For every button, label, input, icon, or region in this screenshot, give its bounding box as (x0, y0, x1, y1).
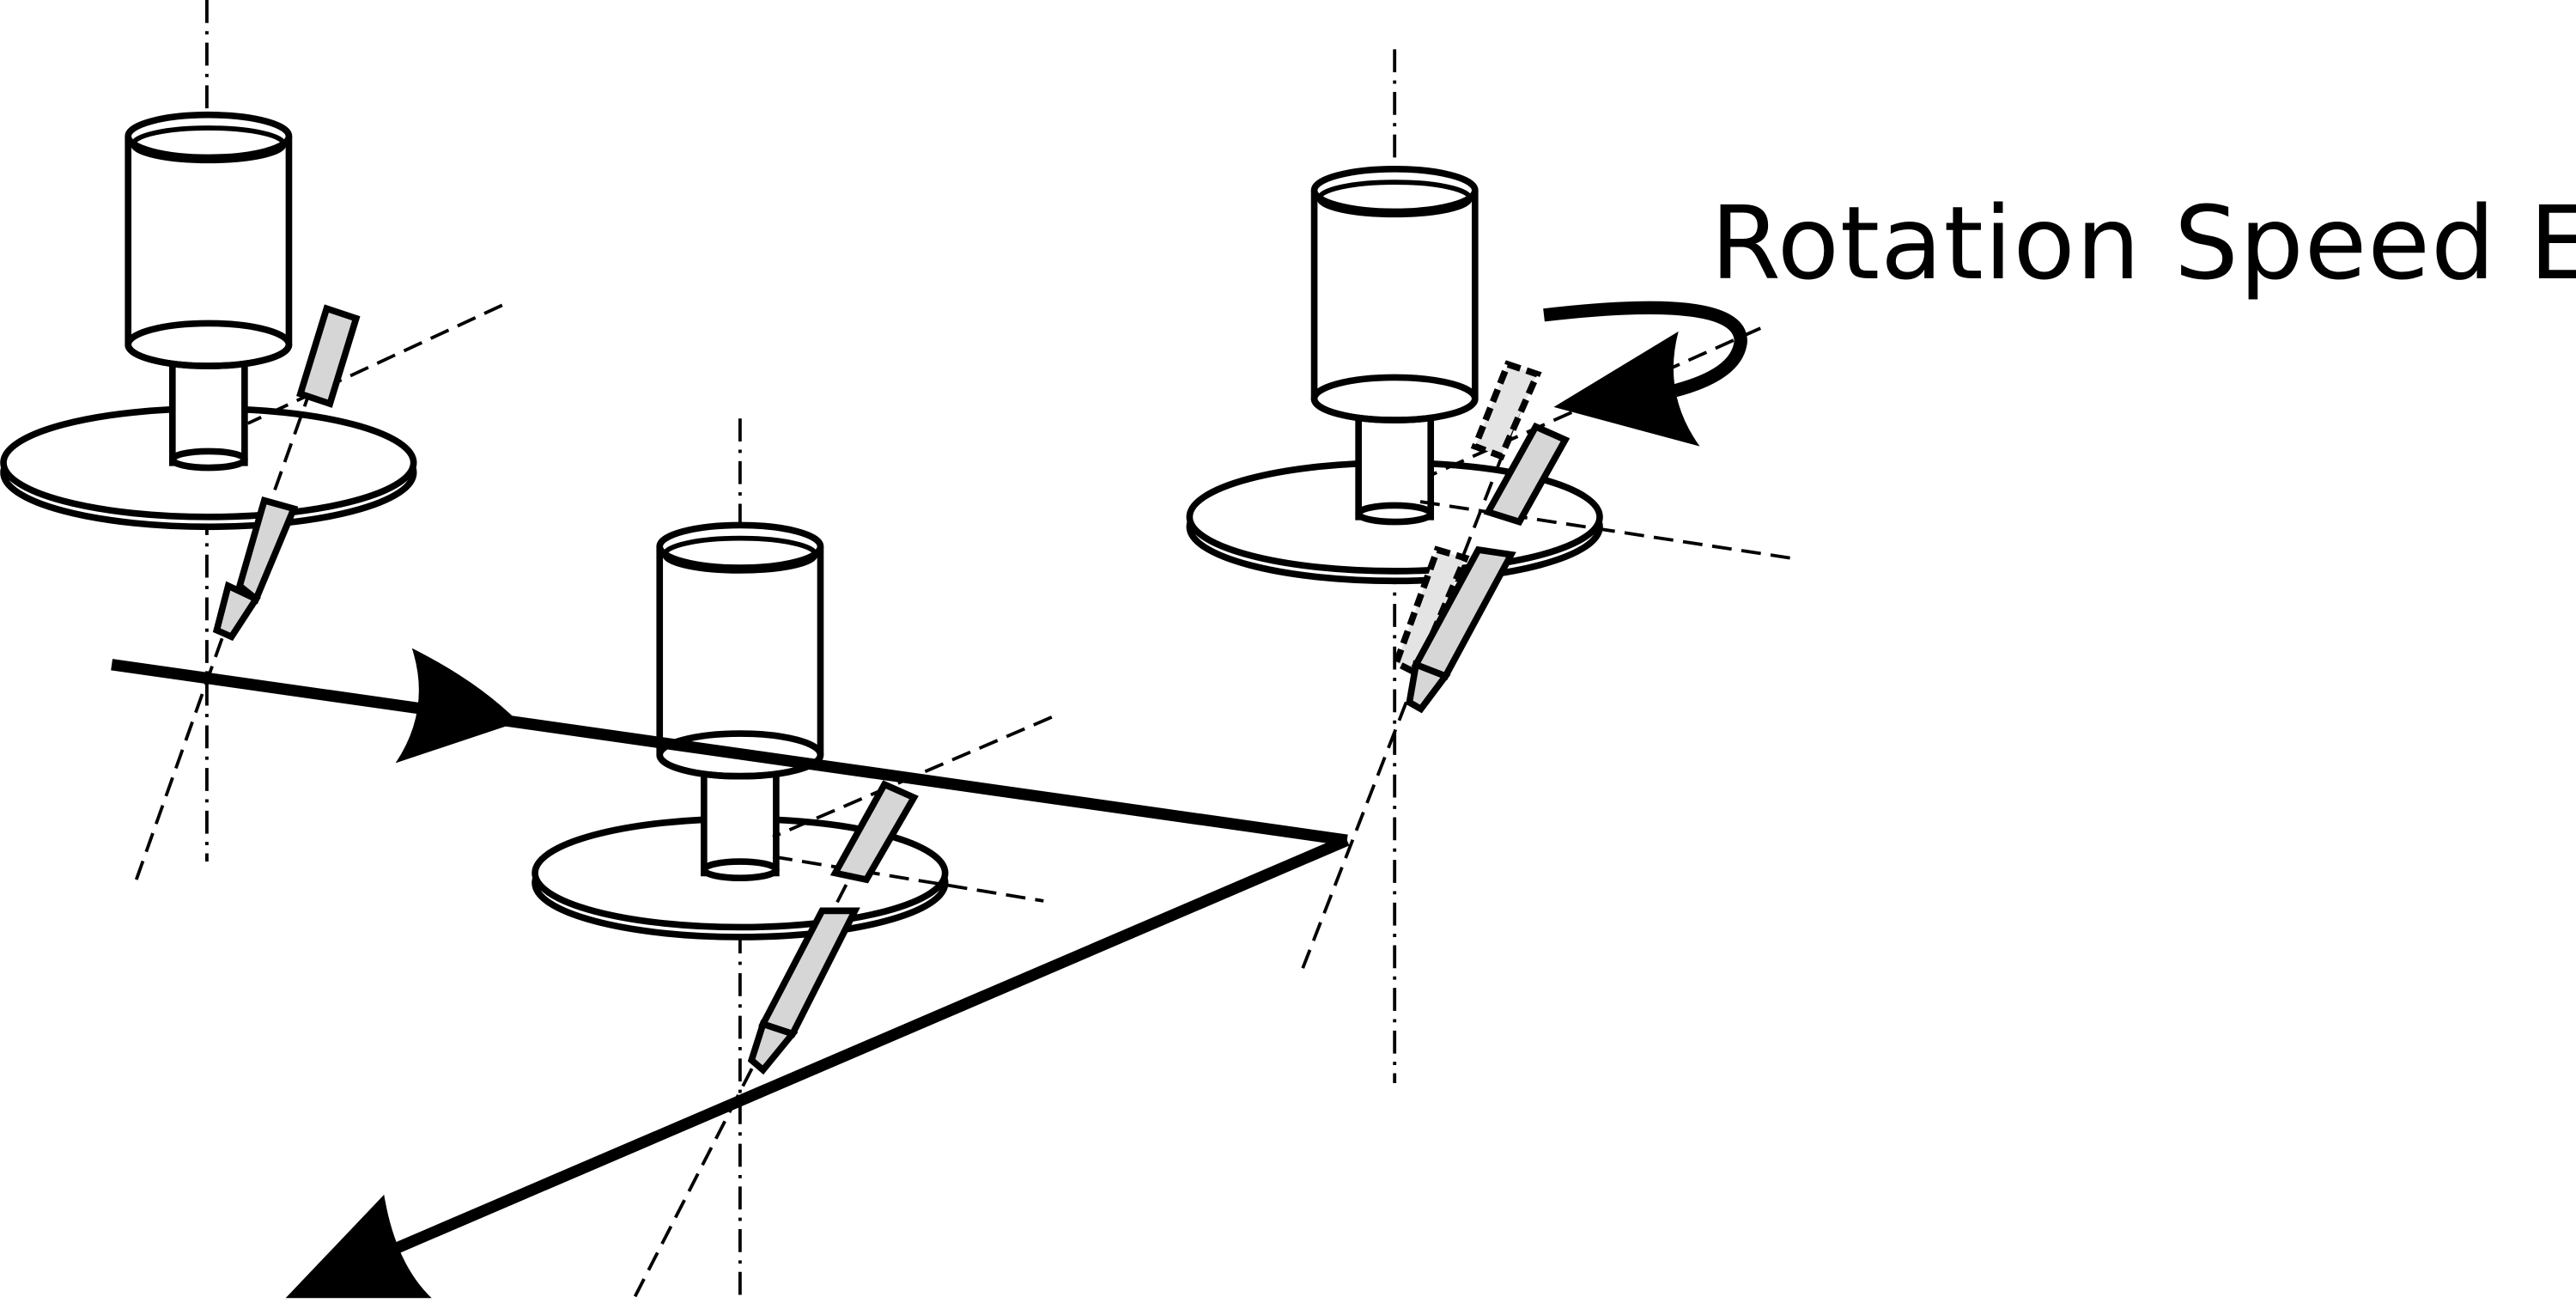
feed-arrow-head-2 (285, 1194, 432, 1299)
rotation-speed-label: Rotation Speed E_ (1710, 184, 2576, 302)
cross-axis-middle (772, 855, 1044, 903)
tool-tip-middle (747, 1020, 799, 1075)
tilt-axis-left (246, 303, 503, 425)
rotation-arrow (1543, 301, 1747, 398)
ghost-tool-upper (1470, 360, 1542, 460)
cross-axis-right (1412, 498, 1790, 560)
spindle-left (3, 0, 503, 880)
tool-upper-middle (829, 780, 919, 884)
spindle-right (1189, 49, 1790, 1083)
spindle-middle (535, 418, 1053, 1298)
ghost-tool (1392, 545, 1470, 678)
rotation-arrow-head (1553, 331, 1700, 447)
tool-upper-right (1483, 422, 1571, 527)
feed-arrow-head-1 (395, 648, 519, 764)
tool-upper-left (296, 304, 361, 408)
tool-axis-right (1301, 368, 1538, 969)
tool-tip-left (212, 581, 261, 642)
feed-path-segment-1 (111, 659, 1348, 846)
tool-tip-right (1406, 660, 1451, 714)
feed-path-segment-2 (327, 835, 1350, 1282)
